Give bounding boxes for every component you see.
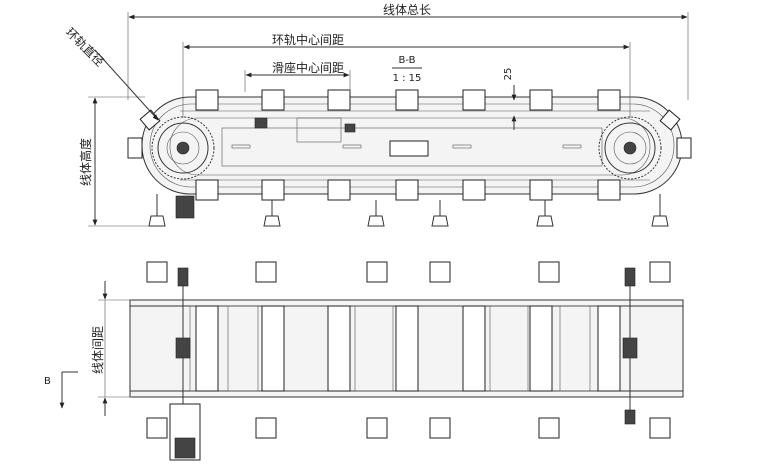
left-end-carriage xyxy=(127,137,143,159)
right-drive-shaft xyxy=(622,267,638,425)
total-length-label: 线体总长 xyxy=(383,3,431,17)
slider-block-2 xyxy=(344,123,356,133)
inner-plate xyxy=(221,127,603,167)
left-sprocket xyxy=(151,116,215,180)
line-spacing-label: 线体间距 xyxy=(91,326,105,374)
ring-diameter-leader xyxy=(94,49,159,121)
top-feet xyxy=(146,261,671,283)
drive-motor xyxy=(175,195,195,219)
view-marker-label: B xyxy=(44,376,51,387)
right-end-carriage xyxy=(676,137,692,159)
support-legs xyxy=(148,194,669,227)
ring-center-distance-label: 环轨中心间距 xyxy=(272,32,344,47)
line-height-label: 线体高度 xyxy=(78,138,93,186)
left-drive-shaft xyxy=(175,267,191,425)
right-sprocket xyxy=(598,116,662,180)
track-rail-contour xyxy=(169,117,651,176)
center-mount-plate xyxy=(389,140,429,157)
ring-diameter-label: 环轨直径 xyxy=(63,25,107,69)
bottom-feet xyxy=(146,417,671,439)
section-name: B-B xyxy=(399,55,416,66)
carriage-bracket xyxy=(296,117,342,143)
section-scale: 1 : 15 xyxy=(393,73,422,84)
plan-view: 线体间距 B xyxy=(44,261,684,461)
slider-block xyxy=(254,117,268,129)
bottom-carriages xyxy=(195,179,621,201)
top-carriages xyxy=(195,89,621,111)
dimension-25-label: 25 xyxy=(503,68,514,81)
cross-plates xyxy=(195,305,621,392)
slider-center-distance-label: 滑座中心间距 xyxy=(272,60,344,75)
side-elevation-view: 线体总长 环轨中心间距 滑座中心间距 线体高度 环轨直径 B-B 1 : 15 … xyxy=(63,3,692,227)
